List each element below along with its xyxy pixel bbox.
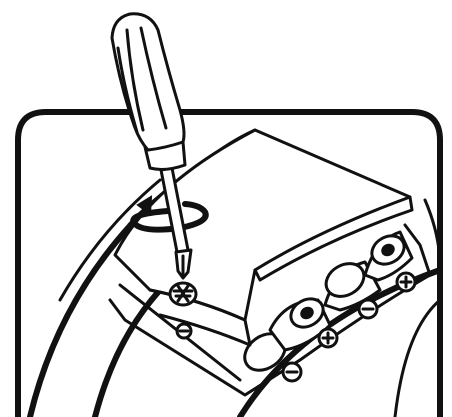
- housing-bottom-arc: [395, 300, 440, 417]
- plus-sign-icon: [319, 329, 337, 347]
- minus-sign-icon: [283, 363, 301, 381]
- minus-sign-icon: [177, 324, 191, 338]
- screw-icon: [170, 283, 196, 305]
- plus-sign-icon: [397, 273, 415, 291]
- minus-sign-icon: [359, 300, 377, 318]
